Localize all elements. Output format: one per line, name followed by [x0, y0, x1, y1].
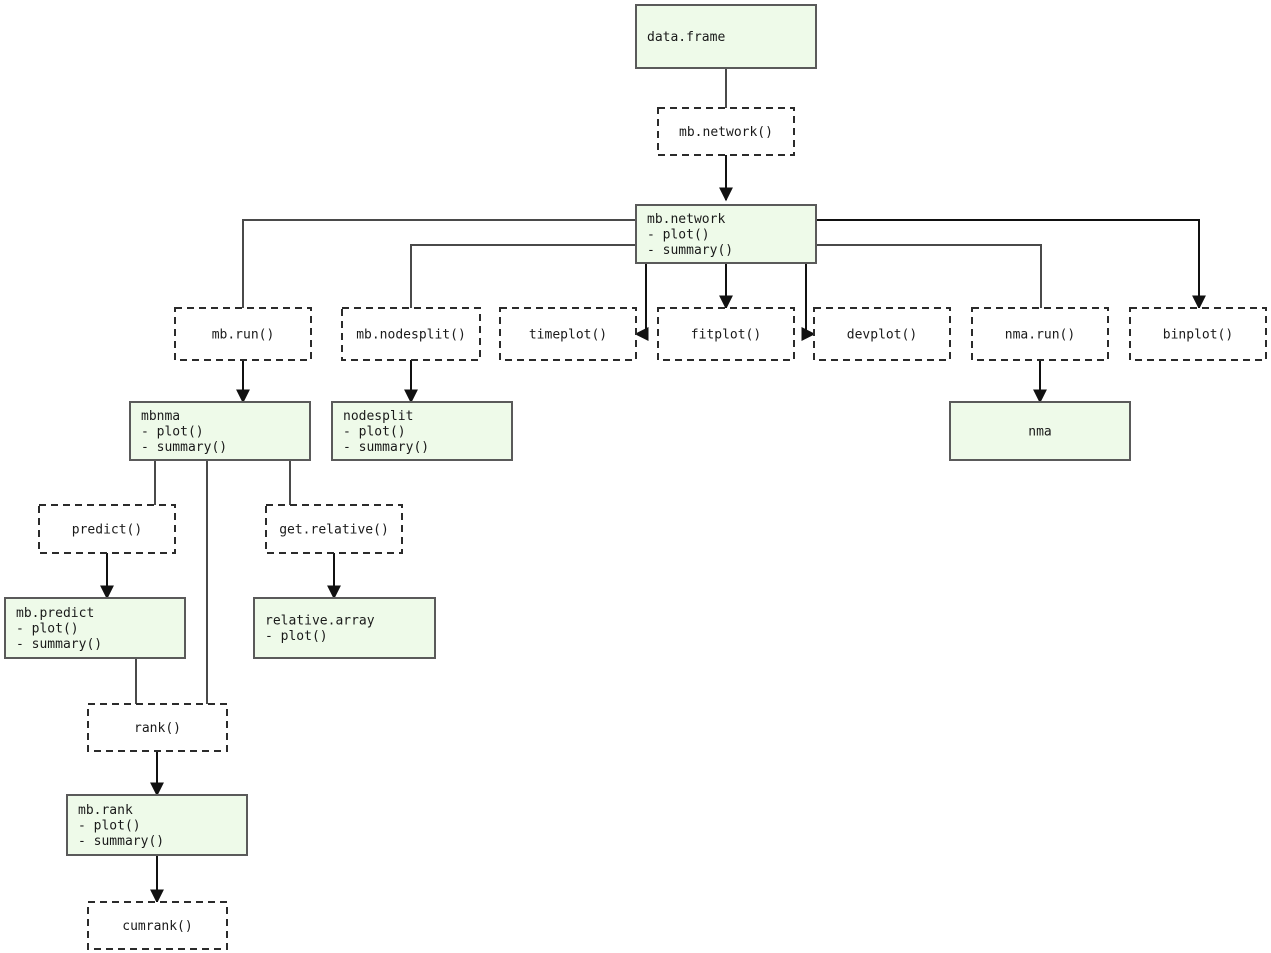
node-label-mb_predict-2: - summary() [16, 637, 102, 652]
node-label-get_relative-0: get.relative() [279, 522, 389, 537]
node-box-nodesplit [331, 401, 513, 461]
node-label-mb_nodesplit-0: mb.nodesplit() [356, 327, 466, 342]
node-cumrank[interactable]: cumrank() [87, 901, 228, 950]
node-box-nma [949, 401, 1131, 461]
node-data_frame[interactable]: data.frame [635, 4, 817, 69]
node-rank[interactable]: rank() [87, 703, 228, 752]
node-label-mb_predict-0: mb.predict [16, 606, 94, 621]
node-nma[interactable]: nma [949, 401, 1131, 461]
node-binplot[interactable]: binplot() [1129, 307, 1267, 361]
node-label-mbnma-0: mbnma [141, 409, 180, 424]
node-box-timeplot [499, 307, 637, 361]
edge-mb-network-to-timeplot [634, 263, 649, 341]
node-label-binplot-0: binplot() [1163, 327, 1233, 342]
node-nma_run[interactable]: nma.run() [971, 307, 1109, 361]
node-box-relative_array [253, 597, 436, 659]
edge-layer [100, 68, 1206, 904]
node-mb_network[interactable]: mb.network- plot()- summary() [635, 204, 817, 264]
node-label-nodesplit-2: - summary() [343, 440, 429, 455]
node-get_relative[interactable]: get.relative() [265, 504, 403, 554]
edge-mb-network-to-devplot [801, 263, 816, 341]
node-label-predict-0: predict() [72, 522, 142, 537]
node-mbnma[interactable]: mbnma- plot()- summary() [129, 401, 311, 461]
node-label-mbnma-2: - summary() [141, 440, 227, 455]
node-label-mb_network_fn-0: mb.network() [679, 125, 773, 140]
node-label-mb_network-2: - summary() [647, 243, 733, 258]
node-label-timeplot-0: timeplot() [529, 327, 607, 342]
edge-mb-network-to-mb-run [242, 219, 636, 308]
node-label-mb_rank-1: - plot() [78, 818, 141, 833]
node-box-binplot [1129, 307, 1267, 361]
node-box-get_relative [265, 504, 403, 554]
node-box-cumrank [87, 901, 228, 950]
node-label-relative_array-0: relative.array [265, 614, 375, 629]
node-label-mb_rank-2: - summary() [78, 834, 164, 849]
node-label-mb_predict-1: - plot() [16, 621, 79, 636]
node-predict[interactable]: predict() [38, 504, 176, 554]
node-box-predict [38, 504, 176, 554]
node-box-mb_rank [66, 794, 248, 856]
node-box-mbnma [129, 401, 311, 461]
node-label-mb_rank-0: mb.rank [78, 803, 133, 818]
node-label-mb_run-0: mb.run() [212, 327, 275, 342]
node-box-mb_network [635, 204, 817, 264]
node-mb_nodesplit[interactable]: mb.nodesplit() [341, 307, 481, 361]
node-box-fitplot [657, 307, 795, 361]
node-label-cumrank-0: cumrank() [122, 919, 192, 934]
node-label-nma_run-0: nma.run() [1005, 327, 1075, 342]
node-label-fitplot-0: fitplot() [691, 327, 761, 342]
node-label-data_frame-0: data.frame [647, 30, 725, 45]
node-label-relative_array-1: - plot() [265, 629, 328, 644]
node-box-rank [87, 703, 228, 752]
edge-mb-network-to-nma-run [816, 244, 1042, 308]
node-fitplot[interactable]: fitplot() [657, 307, 795, 361]
edge-mb-network-to-binplot [816, 219, 1206, 310]
node-box-mb_predict [4, 597, 186, 659]
node-label-rank-0: rank() [134, 721, 181, 736]
node-timeplot[interactable]: timeplot() [499, 307, 637, 361]
node-label-nodesplit-1: - plot() [343, 424, 406, 439]
node-box-data_frame [635, 4, 817, 69]
node-label-nodesplit-0: nodesplit [343, 409, 413, 424]
node-mb_network_fn[interactable]: mb.network() [657, 107, 795, 156]
node-mb_predict[interactable]: mb.predict- plot()- summary() [4, 597, 186, 659]
node-box-mb_network_fn [657, 107, 795, 156]
node-box-nma_run [971, 307, 1109, 361]
node-nodesplit[interactable]: nodesplit- plot()- summary() [331, 401, 513, 461]
node-mb_rank[interactable]: mb.rank- plot()- summary() [66, 794, 248, 856]
node-box-devplot [813, 307, 951, 361]
node-box-mb_nodesplit [341, 307, 481, 361]
node-label-mbnma-1: - plot() [141, 424, 204, 439]
node-label-nma-0: nma [1028, 424, 1051, 439]
node-mb_run[interactable]: mb.run() [174, 307, 312, 361]
node-label-devplot-0: devplot() [847, 327, 917, 342]
node-label-mb_network-0: mb.network [647, 212, 725, 227]
node-devplot[interactable]: devplot() [813, 307, 951, 361]
node-box-mb_run [174, 307, 312, 361]
edge-mb-network-to-mb-nodesplit [410, 244, 636, 308]
node-relative_array[interactable]: relative.array - plot() [253, 597, 436, 659]
node-label-mb_network-1: - plot() [647, 227, 710, 242]
